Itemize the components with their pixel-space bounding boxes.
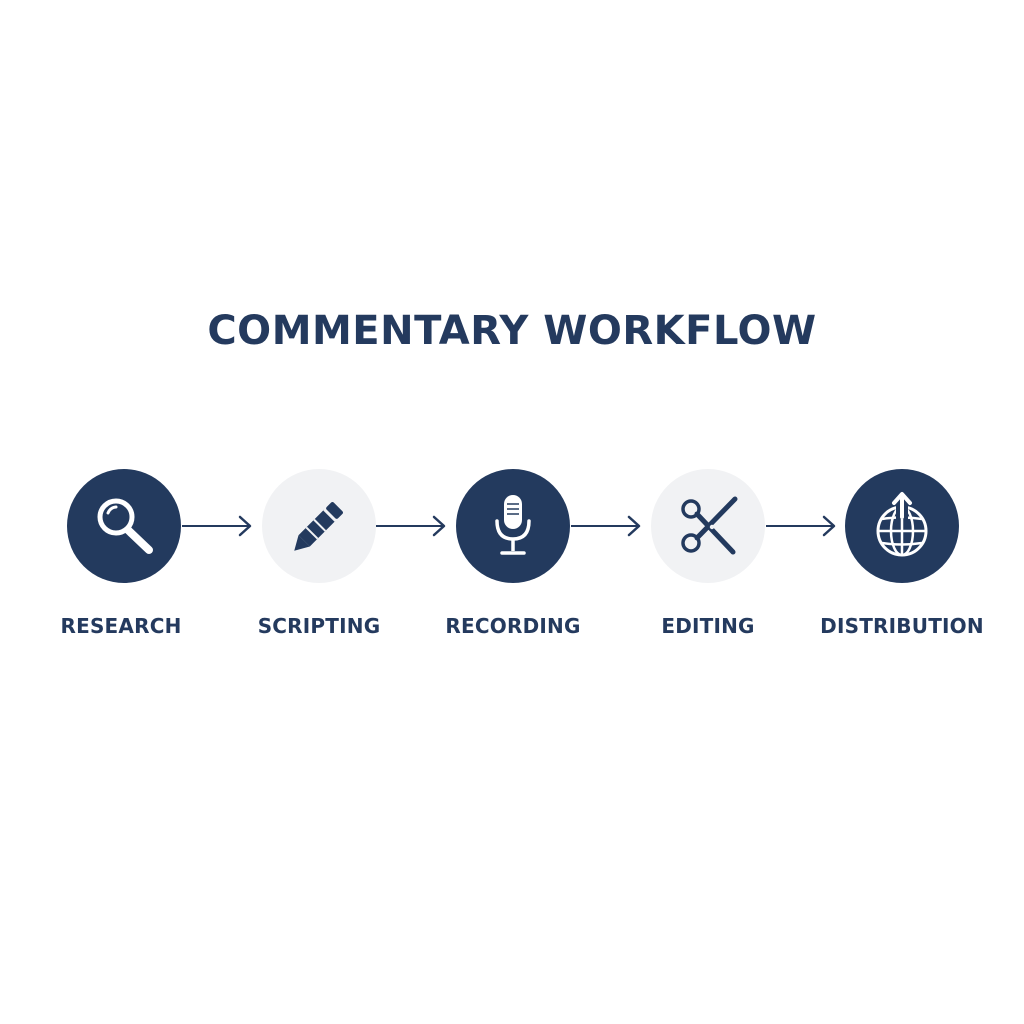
step-editing-label: EDITING [661, 614, 755, 638]
step-recording-circle [456, 469, 570, 583]
step-distribution-label: DISTRIBUTION [820, 614, 984, 638]
step-scripting-circle [262, 469, 376, 583]
arrow-icon [571, 515, 641, 537]
microphone-icon [495, 495, 531, 555]
arrow-icon [766, 515, 836, 537]
pencil-icon [294, 502, 343, 551]
arrow-icon [376, 515, 446, 537]
step-recording-label: RECORDING [445, 614, 581, 638]
globe-upload-icon [876, 492, 928, 557]
step-research-circle [67, 469, 181, 583]
step-editing-circle [651, 469, 765, 583]
diagram-title: COMMENTARY WORKFLOW [207, 308, 817, 354]
step-scripting-label: SCRIPTING [257, 614, 381, 638]
scissors-icon [681, 496, 738, 555]
step-research-label: RESEARCH [60, 614, 182, 638]
magnifying-glass-icon [97, 498, 153, 554]
step-distribution-circle [845, 469, 959, 583]
arrow-icon [182, 515, 252, 537]
